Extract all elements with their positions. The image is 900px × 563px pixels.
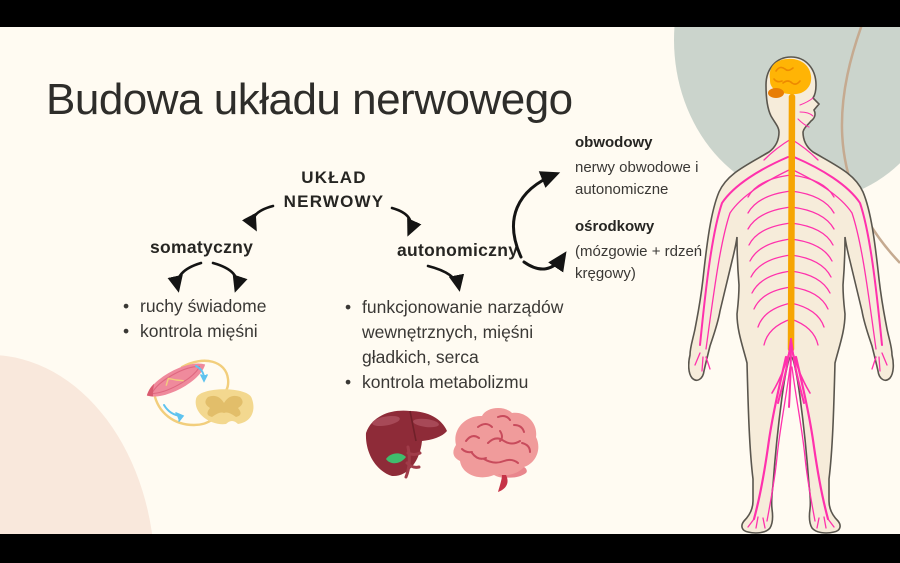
spinal-cord [787, 93, 796, 353]
peripheral-block: obwodowy nerwy obwodowe i autonomiczne [575, 132, 715, 202]
list-item: funkcjonowanie narządów wewnętrznych, mi… [345, 295, 590, 370]
peripheral-nerves [694, 97, 888, 529]
human-nervous-system-illustration [688, 56, 895, 534]
root-node-line1: UKŁAD [301, 168, 367, 187]
list-item: kontrola mięśni [123, 319, 313, 344]
node-uklad-nerwowy: UKŁAD NERWOWY [264, 166, 404, 214]
letterbox-bottom [0, 534, 900, 563]
slide-canvas: Budowa układu nerwowego UKŁAD NERWOWY so… [0, 27, 900, 534]
list-item: ruchy świadome [123, 294, 313, 319]
cauda-equina [777, 338, 805, 408]
muscle-spinal-cord-illustration [146, 359, 254, 427]
central-desc: (mózgowie + rdzeń kręgowy) [575, 242, 703, 283]
page-title: Budowa układu nerwowego [46, 75, 573, 124]
signal-arrows [163, 365, 208, 422]
root-node-line2: NERWOWY [283, 191, 385, 211]
tan-curve-decoration [840, 27, 900, 264]
nerve-loop-bottom [152, 391, 215, 427]
gallbladder [386, 453, 406, 464]
peripheral-label: obwodowy [575, 134, 653, 151]
brain-icon [453, 407, 539, 492]
node-somatyczny: somatyczny [150, 237, 254, 257]
autonomic-bullet-list: funkcjonowanie narządów wewnętrznych, mi… [345, 295, 590, 394]
muscle-icon [146, 363, 206, 397]
liver-icon [365, 410, 447, 479]
peripheral-desc: nerwy obwodowe i autonomiczne [575, 158, 699, 199]
brain-folds [773, 66, 801, 85]
central-block: ośrodkowy (mózgowie + rdzeń kręgowy) [575, 216, 715, 286]
central-nervous-system [768, 58, 812, 408]
somatic-bullet-list: ruchy świadome kontrola mięśni [123, 294, 313, 344]
central-label: ośrodkowy [575, 218, 655, 235]
letterbox-top [0, 0, 900, 27]
node-autonomiczny: autonomiczny [397, 240, 519, 260]
list-item: kontrola metabolizmu [345, 370, 590, 395]
spinal-cord-section-icon [195, 389, 254, 425]
cerebellum [768, 88, 784, 98]
brain-folds [461, 415, 531, 464]
brain-stem [498, 475, 508, 492]
